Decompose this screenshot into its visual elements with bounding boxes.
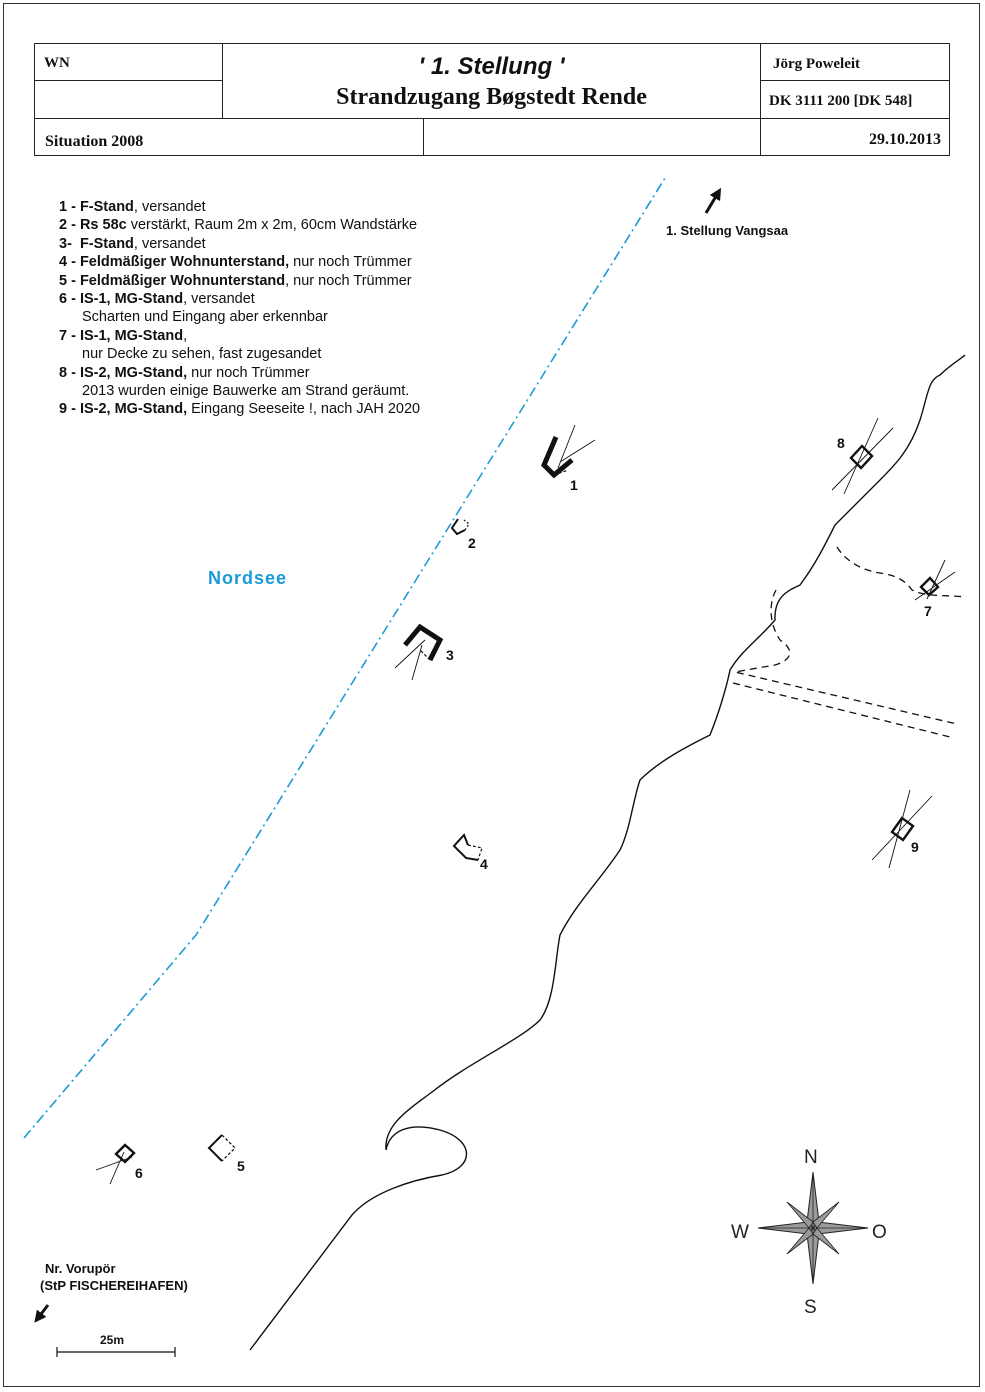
track-upper <box>836 546 966 598</box>
site-label-7: 7 <box>924 603 932 619</box>
legend-number: 3- <box>59 235 80 252</box>
legend-row: 2 - Rs 58c verstärkt, Raum 2m x 2m, 60cm… <box>59 216 420 234</box>
code-text: WN <box>44 55 70 71</box>
site-9-mg-stand <box>871 789 933 869</box>
legend-continuation: 2013 wurden einige Bauwerke am Strand ge… <box>82 383 410 400</box>
legend-row: 4 - Feldmäßiger Wohnunterstand, nur noch… <box>59 253 420 271</box>
legend-description: verstärkt, Raum 2m x 2m, 60cm Wandstärke <box>126 217 418 234</box>
scale-label: 25m <box>100 1333 124 1347</box>
legend-type: F-Stand <box>79 235 134 252</box>
reference-text: DK 3111 200 [DK 548] <box>769 93 913 109</box>
map-frame <box>3 3 980 1387</box>
legend-row: 5 - Feldmäßiger Wohnunterstand, nur noch… <box>59 272 420 290</box>
legend-description: nur noch Trümmer <box>187 364 310 381</box>
legend-type: Feldmäßiger Wohnunterstand, <box>79 254 290 271</box>
legend-type: Rs 58c <box>79 217 127 234</box>
legend-row: Scharten und Eingang aber erkennbar <box>59 308 420 326</box>
legend-row: nur Decke zu sehen, fast zugesandet <box>59 345 420 363</box>
date-cell: 29.10.2013 <box>760 118 950 156</box>
compass-rose-icon <box>757 1171 869 1285</box>
legend-type: IS-1, MG-Stand <box>79 291 184 308</box>
dune-edge-line <box>249 354 966 1351</box>
legend-description: , nur noch Trümmer <box>285 272 412 289</box>
site-label-6: 6 <box>135 1165 143 1181</box>
legend-type: IS-1, MG-Stand <box>79 327 184 344</box>
scale-bar <box>56 1347 176 1357</box>
site-label-9: 9 <box>911 839 919 855</box>
legend-number: 1 - <box>59 199 80 215</box>
site-7-mg-stand <box>914 559 956 601</box>
arrow-down-left-icon <box>34 1304 50 1323</box>
track-left-border <box>734 589 958 725</box>
legend-type: F-Stand <box>79 199 134 215</box>
title-block: WN ' 1. Stellung ' Strandzugang Bøgstedt… <box>34 43 950 156</box>
title-cell: ' 1. Stellung ' Strandzugang Bøgstedt Re… <box>222 43 761 119</box>
map-subtitle: Strandzugang Bøgstedt Rende <box>336 84 647 110</box>
legend-number: 5 - <box>59 272 80 289</box>
track-lower <box>732 682 951 738</box>
legend-description: nur noch Trümmer <box>289 254 412 271</box>
site-2-rs58c <box>450 518 470 536</box>
site-3-f-stand <box>394 623 444 681</box>
site-6-mg-stand <box>95 1143 136 1185</box>
sea-line <box>23 177 666 1139</box>
legend-row: 1 - F-Stand, versandet <box>59 198 420 216</box>
legend-number: 8 - <box>59 364 80 381</box>
compass-east-label: O <box>872 1222 887 1243</box>
site-label-4: 4 <box>480 856 488 872</box>
compass-south-label: S <box>804 1297 817 1318</box>
site-8-mg-stand <box>831 417 894 495</box>
legend-description: , versandet <box>133 235 206 252</box>
compass-west-label: W <box>731 1222 749 1243</box>
legend-row: 7 - IS-1, MG-Stand, <box>59 327 420 345</box>
legend-description: , <box>183 327 188 344</box>
map-title: ' 1. Stellung ' <box>418 53 565 80</box>
site-5-wohnunterstand <box>207 1134 236 1162</box>
situation-text: Situation 2008 <box>45 133 144 150</box>
author-text: Jörg Poweleit <box>773 56 861 72</box>
legend-number: 2 - <box>59 217 80 234</box>
legend-row: 9 - IS-2, MG-Stand, Eingang Seeseite !, … <box>59 400 420 418</box>
legend-row: 3- F-Stand, versandet <box>59 235 420 253</box>
legend-type: IS-2, MG-Stand, <box>79 401 188 418</box>
legend-number: 4 - <box>59 254 80 271</box>
legend-row: 6 - IS-1, MG-Stand, versandet <box>59 290 420 308</box>
compass-north-label: N <box>804 1147 818 1168</box>
arrow-up-right-icon <box>704 187 722 214</box>
site-4-wohnunterstand <box>452 833 483 861</box>
legend-number: 7 - <box>59 327 80 344</box>
site-label-8: 8 <box>837 435 845 451</box>
legend-description: , versandet <box>183 291 255 308</box>
site-label-1: 1 <box>570 477 578 493</box>
north-link-label: 1. Stellung Vangsaa <box>666 223 789 238</box>
legend-type: Feldmäßiger Wohnunterstand <box>79 272 286 289</box>
legend-description: Eingang Seeseite !, nach JAH 2020 <box>187 401 421 418</box>
legend-continuation: Scharten und Eingang aber erkennbar <box>82 309 328 326</box>
legend-continuation: nur Decke zu sehen, fast zugesandet <box>82 346 322 363</box>
site-label-2: 2 <box>468 535 476 551</box>
south-link-line1: Nr. Vorupör <box>45 1261 116 1276</box>
legend-number: 6 - <box>59 291 80 308</box>
site-1-f-stand <box>541 424 596 479</box>
site-label-3: 3 <box>446 647 454 663</box>
sea-label: Nordsee <box>208 568 287 588</box>
legend-row: 2013 wurden einige Bauwerke am Strand ge… <box>59 382 420 400</box>
legend-type: IS-2, MG-Stand, <box>79 364 188 381</box>
south-link-line2: (StP FISCHEREIHAFEN) <box>40 1278 188 1293</box>
legend-number: 9 - <box>59 401 80 418</box>
legend-description: , versandet <box>133 199 206 215</box>
date-text: 29.10.2013 <box>869 131 941 148</box>
legend-row: 8 - IS-2, MG-Stand, nur noch Trümmer <box>59 364 420 382</box>
site-label-5: 5 <box>237 1158 245 1174</box>
